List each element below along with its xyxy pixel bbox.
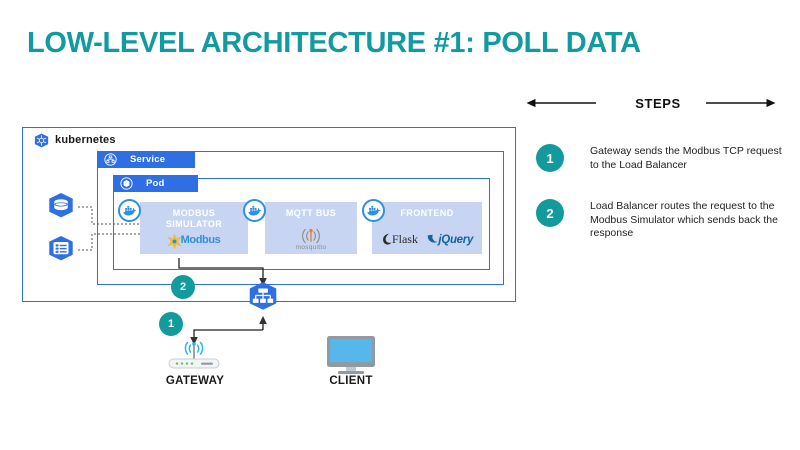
client-label: CLIENT: [329, 375, 373, 387]
modbus-wordmark: Modbus: [180, 234, 221, 246]
container-modbus-simulator: MODBUS SIMULATOR Modbus: [140, 202, 248, 254]
wifi-router-icon: [168, 341, 220, 369]
pod-tab: Pod: [113, 175, 198, 192]
docker-whale-icon: [243, 199, 266, 222]
step-number-badge: 2: [536, 199, 564, 227]
mosquitto-signal-icon: [302, 228, 320, 244]
flask-wordmark: Flask: [391, 232, 418, 246]
modbus-logo-mark: Modbus: [167, 233, 222, 250]
step-number-badge: 1: [536, 144, 564, 172]
page-title: LOW-LEVEL ARCHITECTURE #1: POLL DATA: [27, 27, 641, 59]
container-title: MODBUS SIMULATOR: [140, 208, 248, 230]
container-mqtt-bus: MQTT BUS mosquitto: [265, 202, 357, 254]
mosquitto-logo: mosquitto: [265, 226, 357, 251]
container-title-line2: SIMULATOR: [165, 219, 223, 229]
container-title: FRONTEND: [400, 208, 454, 218]
steps-header-title: STEPS: [635, 96, 681, 111]
jquery-wordmark: jQuery: [438, 234, 474, 246]
gateway-label: GATEWAY: [165, 375, 225, 387]
step-description: Load Balancer routes the request to the …: [590, 200, 778, 239]
docker-whale-icon: [362, 199, 385, 222]
mosquitto-wordmark: mosquitto: [295, 244, 327, 251]
service-tab: Service: [97, 151, 195, 168]
docker-whale-icon: [118, 199, 141, 222]
flask-jquery-logo: Flask jQuery: [372, 230, 482, 248]
jquery-swoosh-icon: [428, 234, 439, 243]
kubernetes-label: kubernetes: [55, 134, 116, 146]
service-icon: [104, 153, 117, 166]
kubernetes-helm-icon: [34, 133, 49, 148]
pod-icon: [120, 177, 133, 190]
flask-horn-icon: [383, 233, 392, 245]
service-tab-label: Service: [130, 154, 166, 165]
persistent-volume-icon: [49, 192, 73, 218]
container-title: MQTT BUS: [285, 208, 337, 218]
configmap-icon: [49, 235, 73, 261]
pod-tab-label: Pod: [146, 178, 165, 189]
flow-marker-2: 2: [171, 275, 195, 299]
flow-marker-1: 1: [159, 312, 183, 336]
container-title-line1: MODBUS: [172, 208, 216, 218]
step-description: Gateway sends the Modbus TCP request to …: [590, 145, 782, 171]
container-frontend: FRONTEND Flask jQuery: [372, 202, 482, 254]
modbus-logo: Modbus: [140, 233, 248, 251]
desktop-monitor-icon: [327, 336, 375, 374]
modbus-star-icon: [167, 233, 181, 250]
load-balancer-icon: [249, 282, 277, 310]
